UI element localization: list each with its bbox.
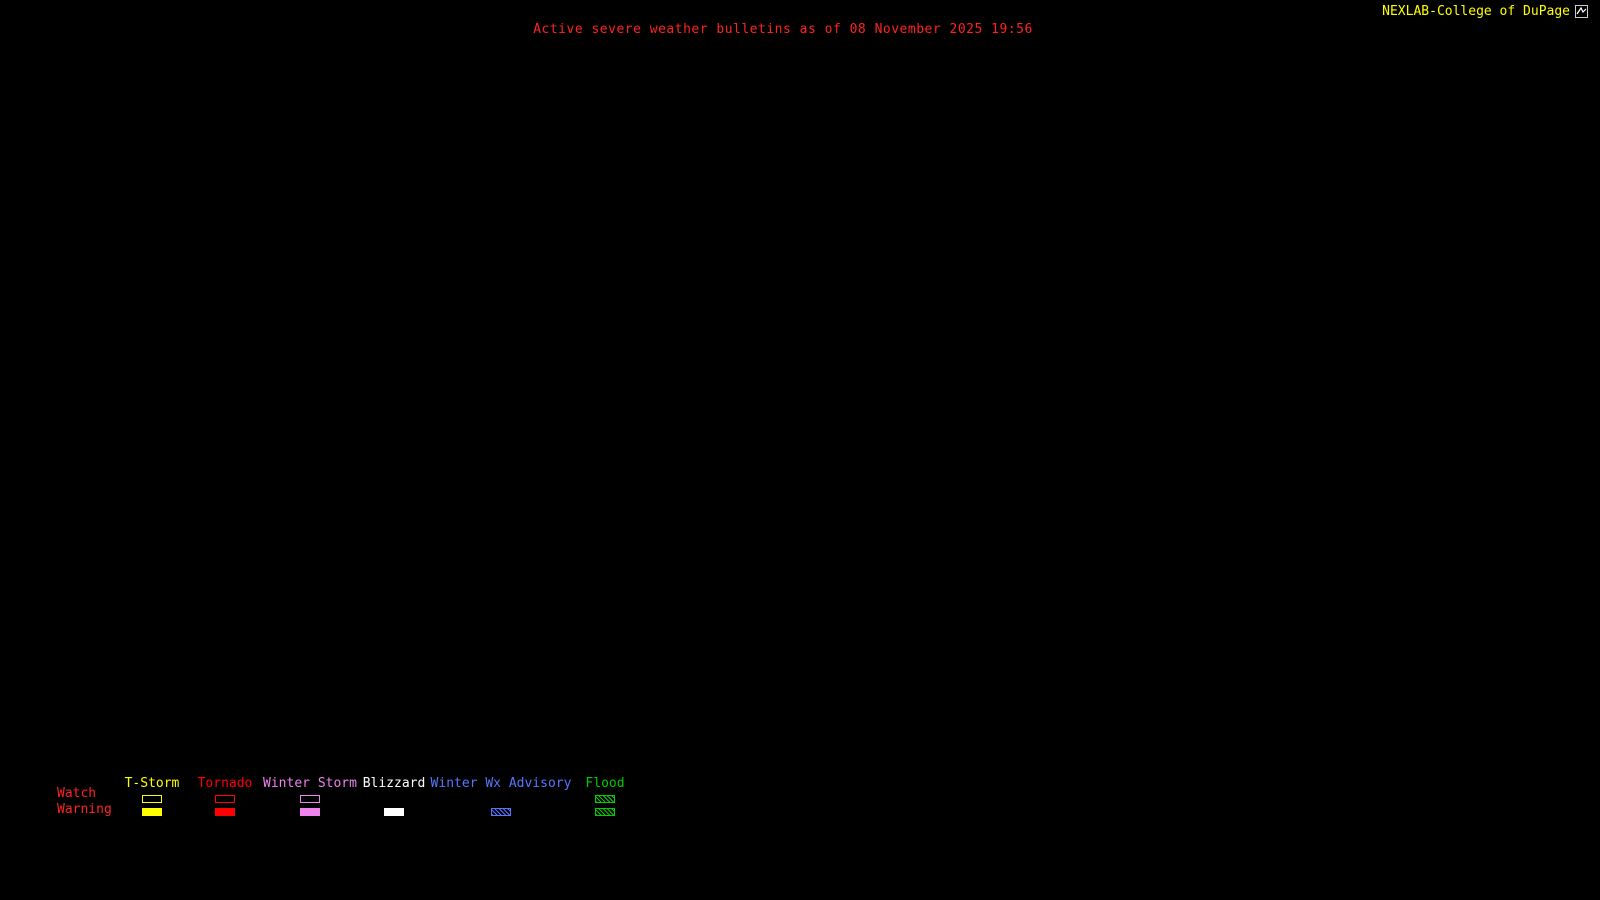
legend: Watch Warning T-Storm Tornado Winter Storm… [0,775,720,823]
flood-warning-swatch [595,808,615,816]
legend-col-tornado: Tornado [150,777,300,817]
legend-col-label-flood: Flood [585,776,625,791]
winter-storm-watch-swatch [300,795,320,803]
winter-storm-warning-swatch [300,808,320,816]
legend-col-label-t-storm: T-Storm [124,776,180,791]
legend-col-t-storm: T-Storm [77,777,227,817]
legend-col-label-blizzard: Blizzard [362,776,426,791]
legend-row-label-warning: Warning [57,802,112,817]
branding: NEXLAB-College of DuPage [1382,4,1588,19]
flood-watch-swatch [595,795,615,803]
blizzard-warning-swatch [384,808,404,816]
branding-label: NEXLAB-College of DuPage [1382,4,1570,19]
cod-logo-icon [1575,5,1588,18]
legend-row-label-watch: Watch [57,786,97,801]
legend-col-flood: Flood [530,777,680,817]
legend-col-blizzard: Blizzard [319,777,469,817]
winter-wx-advisory-warning-swatch [491,808,511,816]
legend-col-label-winter-storm: Winter Storm [263,776,357,791]
legend-col-label-winter-wx-advisory: Winter Wx Advisory [430,776,572,791]
t-storm-warning-swatch [142,808,162,816]
legend-col-winter-wx-advisory: Winter Wx Advisory [426,777,576,817]
page-title: Active severe weather bulletins as of 08… [533,22,1033,37]
tornado-watch-swatch [215,795,235,803]
tornado-warning-swatch [215,808,235,816]
t-storm-watch-swatch [142,795,162,803]
legend-col-label-tornado: Tornado [197,776,253,791]
legend-col-winter-storm: Winter Storm [235,777,385,817]
